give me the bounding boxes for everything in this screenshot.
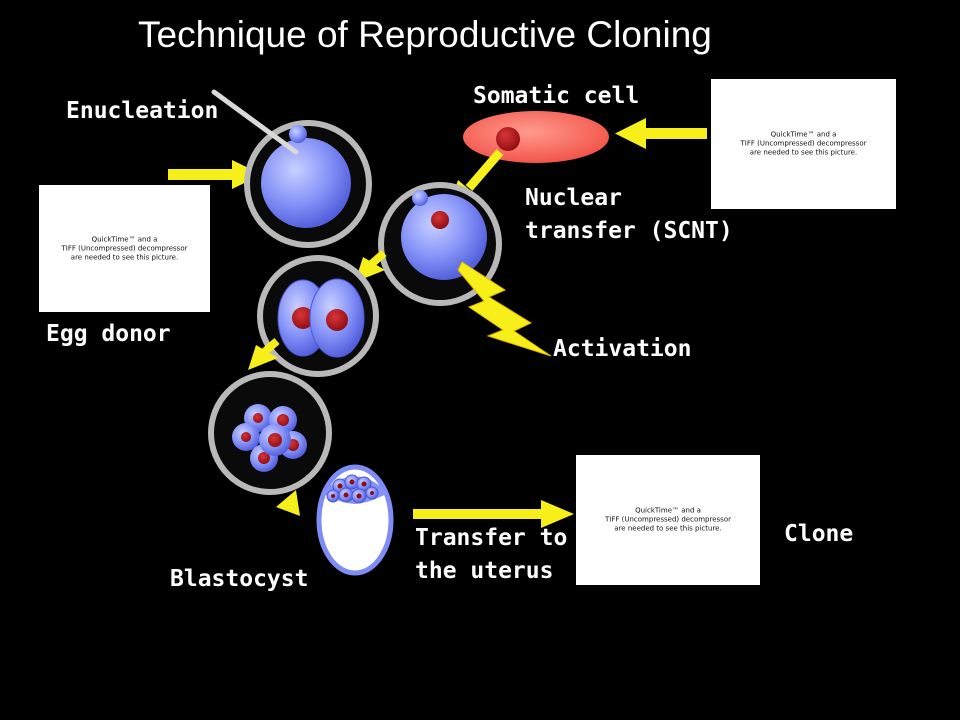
blastocyst-label: Blastocyst — [170, 566, 309, 592]
placeholder-text-line: QuickTime™ and a — [91, 235, 158, 243]
somatic-cell-label: Somatic cell — [473, 83, 640, 109]
activation-bolt — [457, 261, 552, 357]
transfer-label-line2: the uterus — [415, 558, 554, 584]
two-cell-embryo — [257, 255, 379, 377]
enucleation-pipette — [211, 89, 299, 155]
somatic-donor-image-placeholder: QuickTime™ and a TIFF (Uncompressed) dec… — [711, 79, 896, 209]
enucleated-oocyte — [244, 120, 372, 248]
placeholder-text-line: are needed to see this picture. — [614, 524, 722, 533]
arrow-to-blastocyst — [276, 490, 300, 516]
somatic-cell — [463, 111, 609, 163]
placeholder-text-line: TIFF (Uncompressed) decompressor — [740, 139, 867, 148]
morula-embryo — [208, 371, 332, 495]
enucleation-label: Enucleation — [66, 98, 219, 124]
placeholder-text-line: QuickTime™ and a — [635, 506, 701, 515]
egg-donor-label: Egg donor — [46, 321, 171, 347]
nuclear-transfer-label-line1: Nuclear — [525, 185, 622, 211]
page-title: Technique of Reproductive Cloning — [138, 14, 712, 55]
nuclear-transfer-label-line2: transfer (SCNT) — [525, 218, 733, 244]
placeholder-text-line: are needed to see this picture. — [70, 253, 179, 261]
egg-donor-image-placeholder: QuickTime™ and a TIFF (Uncompressed) dec… — [39, 185, 210, 312]
arrow-to-uterus — [413, 500, 574, 528]
clone-image-placeholder: QuickTime™ and a TIFF (Uncompressed) dec… — [576, 455, 760, 585]
placeholder-text-line: QuickTime™ and a — [770, 130, 837, 139]
clone-label: Clone — [784, 521, 854, 547]
transfer-label-line1: Transfer to — [415, 525, 568, 551]
arrow-to-morula — [248, 337, 280, 370]
activation-label: Activation — [553, 336, 692, 362]
placeholder-text-line: are needed to see this picture. — [749, 148, 858, 157]
placeholder-text-line: TIFF (Uncompressed) decompressor — [605, 515, 731, 524]
placeholder-text-line: TIFF (Uncompressed) decompressor — [61, 244, 188, 252]
arrow-to-somatic-cell — [615, 118, 707, 149]
blastocyst-embryo — [316, 464, 394, 576]
